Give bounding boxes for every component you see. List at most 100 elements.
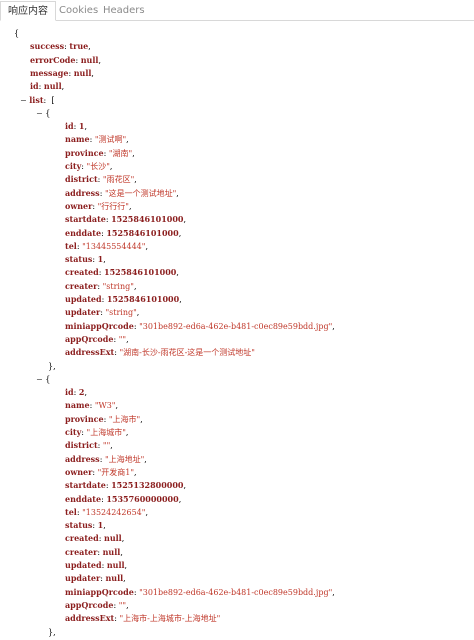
json-line: message: null, (30, 67, 94, 78)
json-value: null (104, 533, 122, 544)
json-value: 1525846101000 (106, 227, 179, 238)
json-line: created: null, (65, 533, 125, 544)
json-value: "行行行" (97, 201, 129, 211)
json-value: "301be892-ed6a-462e-b481-c0ec89e59bdd.jp… (139, 587, 333, 597)
json-viewer: { success: true, errorCode: null, message: … (0, 21, 474, 640)
json-key: miniappQrcode (65, 320, 134, 331)
collapse-toggle[interactable]: − (20, 95, 30, 105)
json-value: 1 (97, 254, 104, 265)
json-bracket: }, (48, 627, 56, 637)
json-line: success: true, (30, 41, 91, 52)
json-key: owner (65, 466, 93, 477)
json-key: name (65, 134, 90, 145)
json-line: enddate: 1525846101000, (65, 227, 182, 238)
json-value: "湖南-长沙-雨花区-这是一个测试地址" (119, 348, 255, 358)
json-value: null (73, 67, 92, 78)
json-key: appQrcode (65, 599, 114, 610)
json-line: creater: null, (65, 546, 123, 557)
json-line: id: 1, (65, 121, 88, 132)
response-tab-bar: 响应内容 Cookies Headers (0, 0, 474, 21)
json-line: district: "雨花区", (65, 174, 137, 185)
json-value: null (43, 81, 62, 92)
json-line: updated: null, (65, 560, 128, 570)
json-key: errorCode (30, 54, 76, 65)
json-line: province: "上海市", (65, 413, 143, 424)
json-value: 1525846101000 (104, 267, 177, 278)
json-line: district: "", (65, 440, 113, 451)
json-line: addressExt: "湖南-长沙-雨花区-这是一个测试地址" (65, 347, 255, 358)
json-line: address: "这是一个测试地址", (65, 187, 179, 198)
json-value: "string" (102, 281, 134, 291)
json-line: updater: "string", (65, 307, 140, 318)
json-value: null (80, 54, 99, 65)
json-bracket: { (14, 29, 20, 38)
tab-cookies[interactable]: Cookies (59, 5, 99, 16)
json-line: enddate: 1535760000000, (65, 493, 182, 504)
json-line: name: "W3", (65, 400, 119, 411)
json-key: miniappQrcode (65, 586, 134, 597)
json-value: 1525846101000 (111, 214, 184, 225)
collapse-toggle[interactable]: − (36, 374, 46, 384)
json-key: updated (65, 560, 102, 570)
json-line: }, (48, 626, 56, 639)
json-value: "13524242654" (82, 507, 146, 517)
json-bracket: }, (48, 361, 56, 371)
json-value: null (106, 560, 125, 570)
json-value: null (105, 573, 124, 584)
json-key: id (30, 81, 39, 92)
json-key: updated (65, 294, 102, 304)
json-key: city (65, 427, 82, 437)
json-value: "" (118, 600, 127, 610)
json-line: startdate: 1525846101000, (65, 214, 187, 225)
json-line: city: "长沙", (65, 161, 113, 171)
json-line: address: "上海地址", (65, 453, 147, 464)
json-key: province (65, 147, 104, 158)
json-line: tel: "13445554444", (65, 240, 148, 251)
json-line: id: null, (30, 81, 65, 92)
json-line: { (14, 27, 19, 40)
json-key: addressExt (65, 613, 115, 624)
json-key: tel (65, 240, 77, 251)
json-line: miniappQrcode: "301be892-ed6a-462e-b481-… (65, 586, 335, 597)
collapse-toggle[interactable]: − (36, 108, 46, 118)
json-value: "string" (105, 308, 137, 318)
json-key: list (29, 94, 44, 105)
json-line: − { (36, 107, 50, 120)
json-value: "开发商1" (97, 467, 135, 477)
json-bracket: { (45, 374, 51, 384)
json-line: id: 2, (65, 387, 88, 398)
json-key: updater (65, 307, 101, 318)
json-key: creater (65, 280, 98, 291)
json-key: city (65, 161, 82, 171)
json-line: name: "测试啊", (65, 134, 129, 145)
json-key: name (65, 400, 90, 411)
json-line: − { (36, 373, 50, 386)
json-line: created: 1525846101000, (65, 267, 179, 278)
json-line: errorCode: null, (30, 54, 101, 65)
json-key: province (65, 413, 104, 424)
json-key: addressExt (65, 347, 115, 358)
json-value: "湖南" (108, 148, 133, 158)
json-value: "W3" (94, 401, 116, 411)
tab-headers[interactable]: Headers (103, 5, 145, 16)
json-value: "上海市-上海城市-上海地址" (119, 614, 221, 624)
json-line: appQrcode: "", (65, 333, 129, 344)
json-value: "" (102, 441, 111, 451)
json-line: miniappQrcode: "301be892-ed6a-462e-b481-… (65, 320, 335, 331)
json-key: created (65, 267, 99, 278)
json-value: "301be892-ed6a-462e-b481-c0ec89e59bdd.jp… (139, 321, 333, 331)
json-line: − list: [ (20, 94, 55, 105)
json-line: owner: "行行行", (65, 200, 132, 211)
json-key: appQrcode (65, 333, 114, 344)
json-line: status: 1, (65, 254, 106, 265)
json-value: 1525846101000 (106, 294, 180, 304)
tab-response-content[interactable]: 响应内容 (0, 1, 56, 21)
json-key: district (65, 174, 98, 185)
json-key: id (65, 121, 74, 132)
json-key: message (30, 67, 69, 78)
json-bracket: { (45, 108, 51, 118)
json-key: creater (65, 546, 98, 557)
json-line: updated: 1525846101000, (65, 294, 182, 304)
json-value: 1 (78, 121, 85, 132)
json-key: id (65, 387, 74, 398)
